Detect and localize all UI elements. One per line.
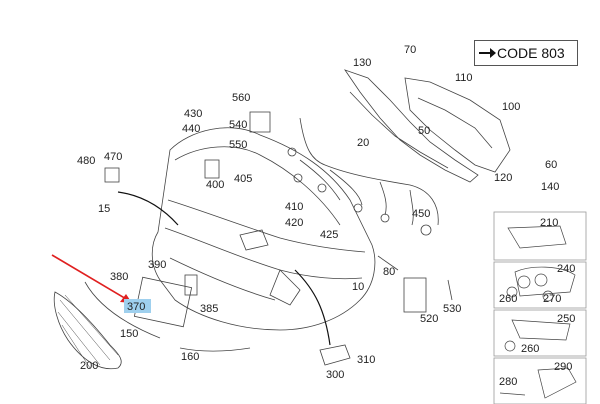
label-260-b: 260 — [521, 343, 539, 355]
right-arrow-icon — [479, 48, 496, 58]
label-390: 390 — [148, 259, 166, 271]
label-130: 130 — [353, 57, 371, 69]
label-280: 280 — [499, 376, 517, 388]
label-450: 450 — [412, 208, 430, 220]
label-430: 430 — [184, 108, 202, 120]
absorber — [404, 77, 511, 173]
label-100: 100 — [502, 101, 520, 113]
label-80: 80 — [383, 266, 395, 278]
label-540: 540 — [229, 119, 247, 131]
label-480: 480 — [77, 155, 95, 167]
label-150: 150 — [120, 328, 138, 340]
label-425: 425 — [320, 229, 338, 241]
upper-bracket — [343, 69, 479, 183]
label-50: 50 — [418, 125, 430, 137]
label-550: 550 — [229, 139, 247, 151]
label-260-a: 260 — [499, 293, 517, 305]
label-380: 380 — [110, 271, 128, 283]
label-270: 270 — [543, 293, 561, 305]
label-60: 60 — [545, 159, 557, 171]
label-310: 310 — [357, 354, 375, 366]
code-label: CODE 803 — [497, 45, 565, 61]
label-400: 400 — [206, 179, 224, 191]
label-470: 470 — [104, 151, 122, 163]
molding-strip-150 — [84, 281, 161, 339]
wire-harness — [299, 117, 439, 226]
label-240: 240 — [557, 263, 575, 275]
label-210: 210 — [540, 217, 558, 229]
part-370-highlight — [124, 299, 151, 313]
label-410: 410 — [285, 201, 303, 213]
label-200: 200 — [80, 360, 98, 372]
label-70: 70 — [404, 44, 416, 56]
label-370: 370 — [127, 301, 145, 313]
red-pointer-arrow — [51, 254, 129, 301]
label-15: 15 — [98, 203, 110, 215]
label-405: 405 — [234, 173, 252, 185]
label-160: 160 — [181, 351, 199, 363]
label-440: 440 — [182, 123, 200, 135]
molding-strip-160 — [179, 347, 251, 352]
label-20: 20 — [357, 137, 369, 149]
label-420: 420 — [285, 217, 303, 229]
plate-holder — [133, 276, 193, 328]
label-560: 560 — [232, 92, 250, 104]
label-140: 140 — [541, 181, 559, 193]
label-110: 110 — [455, 72, 473, 84]
label-530: 530 — [443, 303, 461, 315]
grille — [53, 291, 122, 370]
label-300: 300 — [326, 369, 344, 381]
bumper-cover — [151, 127, 376, 331]
code-803-box: CODE 803 — [474, 40, 578, 66]
label-520: 520 — [420, 313, 438, 325]
label-385: 385 — [200, 303, 218, 315]
label-120: 120 — [494, 172, 512, 184]
label-10: 10 — [352, 281, 364, 293]
label-290: 290 — [554, 361, 572, 373]
label-250: 250 — [557, 313, 575, 325]
